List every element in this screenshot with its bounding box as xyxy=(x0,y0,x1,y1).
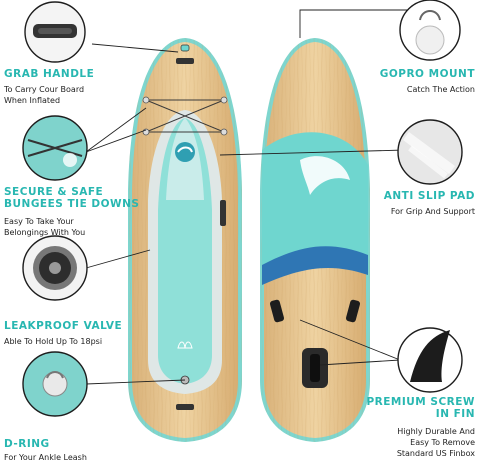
fin-photo xyxy=(397,327,463,393)
anti-slip-title: ANTI SLIP PAD xyxy=(383,190,475,202)
d-ring-photo xyxy=(22,351,88,417)
bungees-desc-1: Easy To Take Your xyxy=(4,217,74,226)
d-ring-title: D-RING xyxy=(4,438,50,450)
anti-slip-photo xyxy=(397,119,463,185)
feature-bungees: SECURE & SAFE BUNGEES TIE DOWNS Easy To … xyxy=(4,186,139,238)
valve-desc-1: Able To Hold Up To 18psi xyxy=(4,337,103,346)
grab-handle-desc-1: To Carry Cour Board xyxy=(4,85,85,94)
gopro-photo xyxy=(399,0,461,61)
d-ring-desc-1: For Your Ankle Leash xyxy=(4,453,87,462)
bungees-photo xyxy=(22,115,88,181)
gopro-title: GOPRO MOUNT xyxy=(379,68,475,80)
feature-anti-slip: ANTI SLIP PAD For Grip And Support xyxy=(384,190,475,217)
fin-desc-1: Highly Durable And xyxy=(397,427,475,436)
back-board xyxy=(260,38,370,442)
feature-gopro: GOPRO MOUNT Catch The Action xyxy=(380,68,475,95)
anti-slip-desc-1: For Grip And Support xyxy=(390,207,475,216)
grab-handle-photo xyxy=(24,1,86,63)
gopro-desc-1: Catch The Action xyxy=(406,85,475,94)
bungees-title-1: SECURE & SAFE xyxy=(4,186,104,198)
front-board xyxy=(128,38,242,442)
fin-title-1: PREMIUM SCREW xyxy=(366,396,475,408)
grab-handle-desc-2: When Inflated xyxy=(4,96,61,105)
feature-valve: LEAKPROOF VALVE Able To Hold Up To 18psi xyxy=(4,320,122,347)
valve-photo xyxy=(22,235,88,301)
grab-handle-title: GRAB HANDLE xyxy=(4,68,95,80)
fin-desc-2: Easy To Remove xyxy=(410,438,475,447)
feature-d-ring: D-RING For Your Ankle Leash xyxy=(4,438,87,463)
bungees-desc-2: Belongings With You xyxy=(4,228,86,237)
bungees-title-2: BUNGEES TIE DOWNS xyxy=(4,198,140,210)
fin-desc-3: Standard US Finbox xyxy=(396,449,475,458)
feature-grab-handle: GRAB HANDLE To Carry Cour Board When Inf… xyxy=(4,68,94,106)
feature-fin: PREMIUM SCREW IN FIN Highly Durable And … xyxy=(366,396,475,459)
leader-lines xyxy=(85,9,430,385)
fin-title-2: IN FIN xyxy=(435,408,475,420)
valve-title: LEAKPROOF VALVE xyxy=(4,320,123,332)
